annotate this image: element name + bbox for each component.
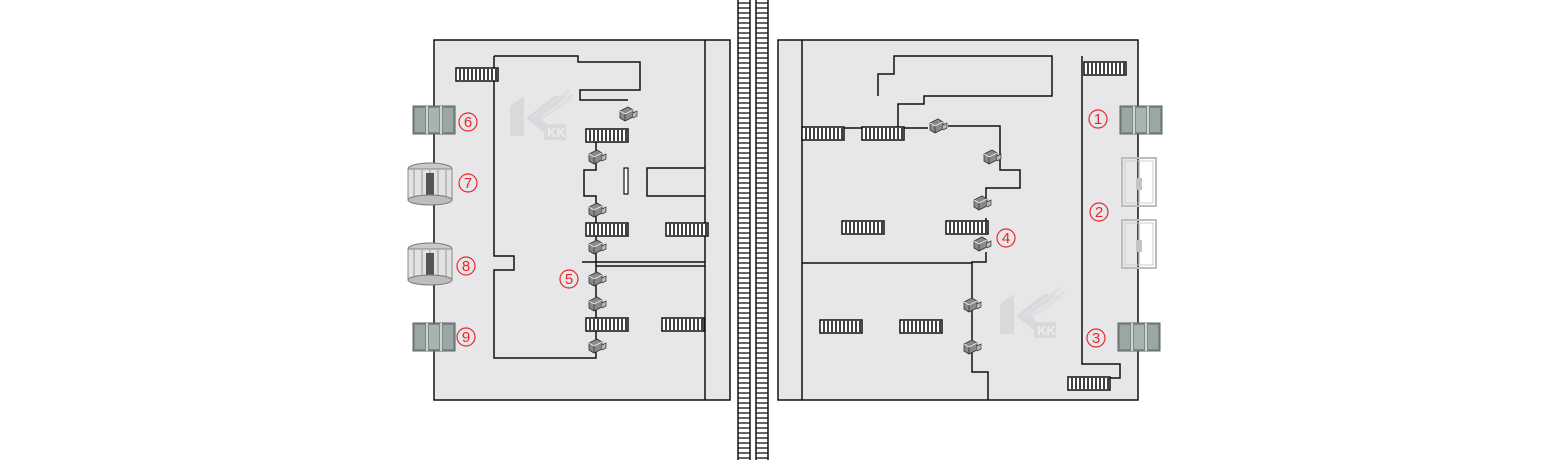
railway-track	[737, 0, 769, 460]
svg-text:8: 8	[462, 258, 470, 275]
turnstile-icon	[945, 220, 989, 235]
turnstile-icon	[585, 317, 629, 332]
svg-text:7: 7	[464, 175, 472, 192]
turnstile-icon	[841, 220, 885, 235]
zone-label-2: 2	[1089, 202, 1109, 222]
left-building	[433, 39, 731, 401]
zone-label-8: 8	[456, 256, 476, 276]
turnstile-icon	[801, 126, 845, 141]
svg-text:5: 5	[565, 271, 573, 288]
turnstile-icon	[585, 222, 629, 237]
svg-text:6: 6	[464, 114, 472, 131]
staircase-icon	[1067, 376, 1111, 391]
zone-label-1: 1	[1088, 109, 1108, 129]
right-building	[777, 39, 1139, 401]
revolving-door-icon	[407, 242, 453, 286]
glass-turnstile-icon	[412, 322, 456, 352]
turnstile-icon	[585, 128, 629, 143]
turnstile-icon	[661, 317, 705, 332]
glass-turnstile-icon	[1119, 105, 1163, 135]
svg-text:1: 1	[1094, 111, 1102, 128]
staircase-icon	[1083, 61, 1127, 76]
zone-label-5: 5	[559, 269, 579, 289]
svg-text:2: 2	[1095, 204, 1103, 221]
zone-label-9: 9	[456, 327, 476, 347]
svg-text:9: 9	[462, 329, 470, 346]
glass-turnstile-icon	[412, 105, 456, 135]
revolving-door-icon	[407, 162, 453, 206]
turnstile-icon	[899, 319, 943, 334]
turnstile-icon	[665, 222, 709, 237]
glass-turnstile-icon	[1117, 322, 1161, 352]
zone-label-7: 7	[458, 173, 478, 193]
svg-text:3: 3	[1092, 330, 1100, 347]
turnstile-icon	[819, 319, 863, 334]
svg-text:4: 4	[1002, 230, 1010, 247]
zone-label-3: 3	[1086, 328, 1106, 348]
zone-label-4: 4	[996, 228, 1016, 248]
turnstile-icon	[861, 126, 905, 141]
staircase-icon	[455, 67, 499, 82]
zone-label-6: 6	[458, 112, 478, 132]
